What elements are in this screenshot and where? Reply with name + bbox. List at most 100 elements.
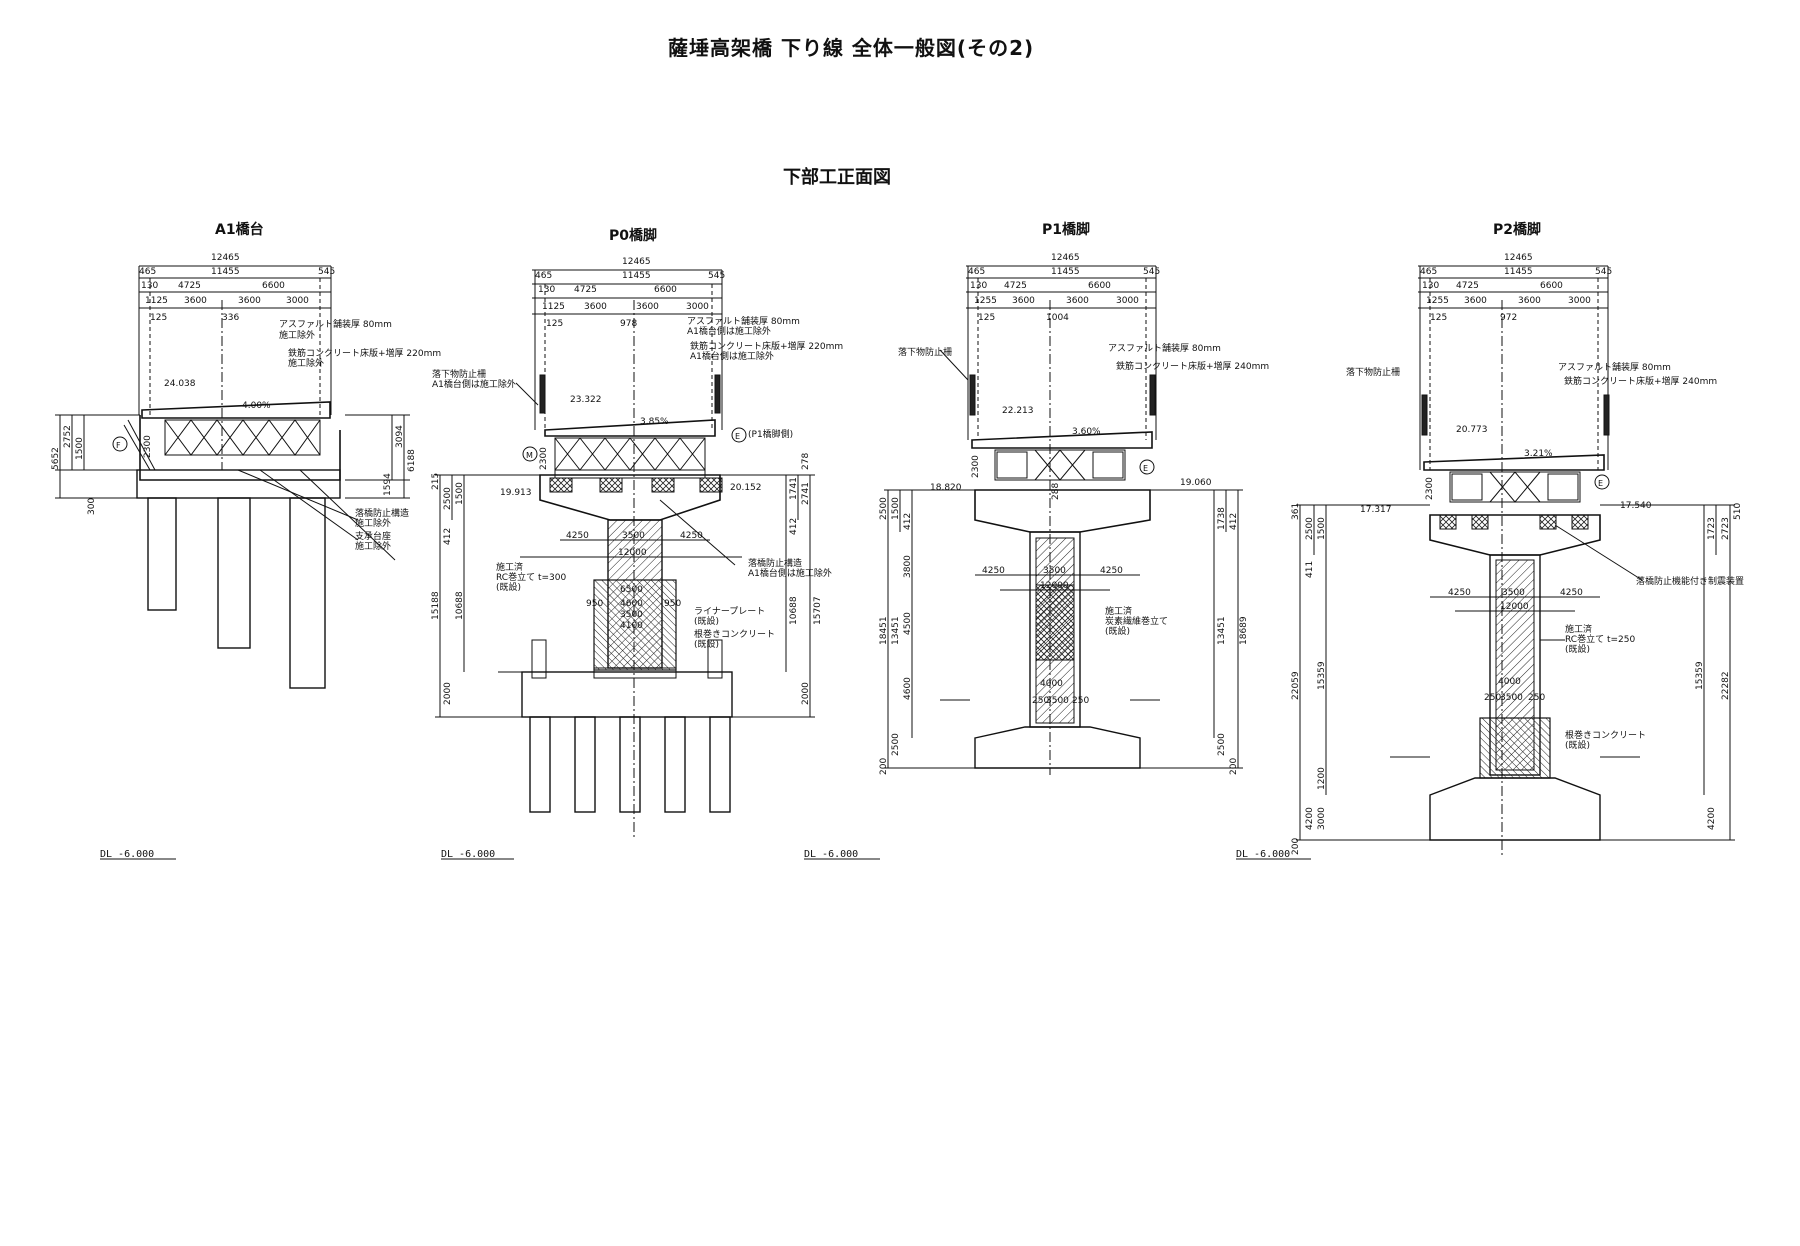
p0-note-12: (既設) [496,581,521,593]
p1-elev-2: 18.820 [930,483,962,493]
p2-dim-h3: 2300 [1425,477,1435,500]
a1-dim-d5: 6188 [407,449,417,472]
p2-datum: DL -6.000 [1236,849,1291,860]
a1-note-8: 施工除外 [355,540,391,552]
p0-dim-w7: 3500 [620,610,643,620]
p1-note-1: 落下物防止柵 [898,346,952,358]
p2-note-6: RC巻立て t=250 [1565,633,1635,645]
a1-dim-left: 465 [139,267,156,277]
p1-dim-h21: 18689 [1239,616,1249,645]
p1-note-6: (既設) [1105,625,1130,637]
p1-dim-h24: 288 [1051,483,1061,500]
p0-dim-w10: 950 [664,599,681,609]
a1-dim-d10: 300 [87,498,97,515]
p2-elev-1: 20.773 [1456,425,1488,435]
p1-dim-left: 465 [968,267,985,277]
p2-dim-h11: 3000 [1317,807,1327,830]
p0-note-1: アスファルト舗装厚 80mm [687,315,800,327]
p2-dim-w2: 3500 [1502,588,1525,598]
a1-note-6: 施工除外 [355,517,391,529]
p2-dim-h1: 361 [1291,503,1301,520]
p2-dim-left: 465 [1420,267,1437,277]
a1-dim-r3b: 3600 [184,296,207,306]
p1-dim-w5: 4000 [1040,679,1063,689]
p0-dim-w5: 6500 [620,585,643,595]
a1-dim-total: 12465 [211,253,240,263]
p1-datum: DL -6.000 [804,849,859,860]
a1-dim-d3: 2300 [143,435,153,458]
p2-dim-h10: 1200 [1317,767,1327,790]
p2-dim-h18: 15359 [1695,661,1705,690]
p1-dim-w4: 12000 [1040,581,1069,591]
p2-dim-h19: 22282 [1721,671,1731,700]
p0-dim-r3b: 3600 [584,302,607,312]
p0-dim-r2a: 130 [538,285,555,295]
p0-note-14: (既設) [694,615,719,627]
p2-dim-right: 545 [1595,267,1612,277]
a1-elev-1: 24.038 [164,379,196,389]
p2-dim-h12: 200 [1291,838,1301,855]
p1-dim-h17: 412 [1229,513,1239,530]
a1-labels: 12465 11455 465 545 130 4725 6600 1125 3… [51,253,441,552]
p0-dim-right: 545 [708,271,725,281]
p0-dim-h9: 2000 [443,682,453,705]
a1-note-5: 落橋防止構造 [355,507,409,519]
p2-dim-cl: 972 [1500,313,1517,323]
p0-elev-2: 19.913 [500,488,532,498]
a1-dim-r3c: 3600 [238,296,261,306]
a1-dim-r2c: 6600 [262,281,285,291]
p0-dim-cl: 978 [620,319,637,329]
p0-note-3: 鉄筋コンクリート床版+増厚 220mm [690,340,843,352]
p1-dim-right: 545 [1143,267,1160,277]
a1-dim-d2: 2752 [63,425,73,448]
p0-dim-w8: 4100 [620,621,643,631]
p2-slope: 3.21% [1524,449,1553,459]
p0-elev-3: 20.152 [730,483,762,493]
p0-dim-h16: 15707 [813,596,823,625]
p2-dim-h4: 1500 [1317,517,1327,540]
p2-dim-h15: 2723 [1721,517,1731,540]
a1-note-1: アスファルト舗装厚 80mm [279,318,392,330]
p1-dim-w8: 250 [1072,696,1089,706]
p0-note-4: A1橋台側は施工除外 [690,350,774,362]
p1-dim-r2a: 130 [970,281,987,291]
drawing-title: 薩埵高架橋 下り線 全体一般図(その2) [668,36,1035,60]
p0-datum: DL -6.000 [441,849,496,860]
p0-dim-h4: 1500 [455,482,465,505]
p0-dim-h8: 10688 [455,591,465,620]
p0-note-8: 落橋防止構造 [748,557,802,569]
p1-dim-h11: 13451 [891,616,901,645]
p1-dim-h10: 18451 [879,616,889,645]
p2-marker: E [1598,479,1603,488]
p1-dim-w7: 3500 [1046,696,1069,706]
p0-note-10: 施工済 [496,561,523,573]
p2-dim-h13: 510 [1733,503,1743,520]
p2-dim-r3b: 3600 [1464,296,1487,306]
p0-slope: 3.85% [640,417,669,427]
p0-dim-total: 12465 [622,257,651,267]
p2-note-5: 施工済 [1565,623,1592,635]
p1-dim-h9: 4600 [903,677,913,700]
p1-drawing [884,265,1243,775]
a1-dim-d4: 3094 [395,425,405,448]
a1-dim-d6: 1500 [75,437,85,460]
p0-note-5: 落下物防止柵 [432,368,486,380]
p1-elev-1: 22.213 [1002,406,1034,416]
p1-dim-r3c: 3600 [1066,296,1089,306]
p1-note-3: 鉄筋コンクリート床版+増厚 240mm [1116,360,1269,372]
p0-drawing [435,269,815,840]
p0-note-2: A1橋台側は施工除外 [687,325,771,337]
a1-dim-d1: 5652 [51,447,61,470]
p0-dim-r3c: 3600 [636,302,659,312]
a1-dim-d9: 1594 [383,473,393,496]
p1-dim-total: 12465 [1051,253,1080,263]
p0-note-13: ライナープレート [694,606,765,617]
p2-dim-h14: 1723 [1707,517,1717,540]
p1-dim-cl: 1004 [1046,313,1069,323]
p1-dim-h1: 2500 [879,497,889,520]
a1-dim-cl: 336 [222,313,239,323]
p2-elev-2: 17.317 [1360,505,1392,515]
p2-dim-r2c: 6600 [1540,281,1563,291]
p0-elev-1: 23.322 [570,395,602,405]
